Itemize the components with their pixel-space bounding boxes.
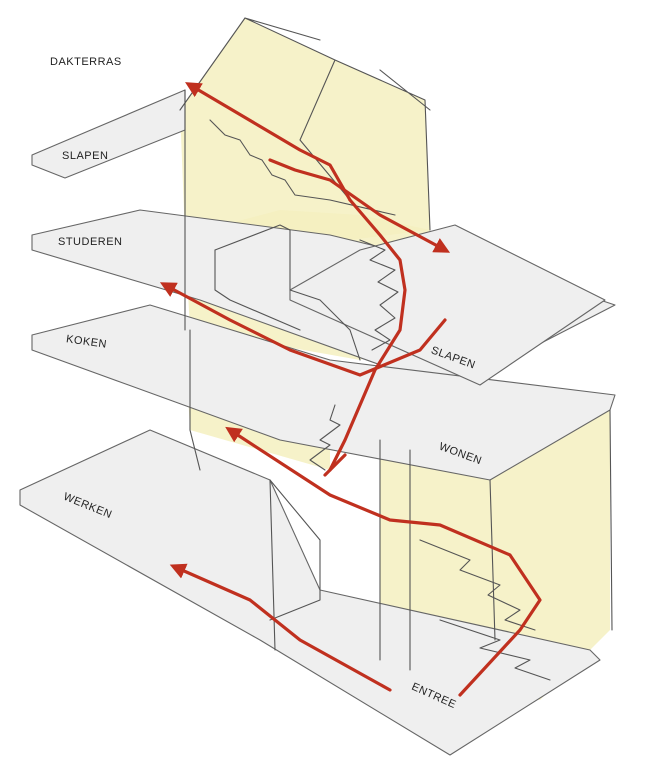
roof-outline (179, 17, 431, 231)
floor-slapen-left (31, 89, 186, 179)
studeren-opening (214, 224, 361, 361)
route-to-werken (169, 563, 392, 692)
label-dakterras: DAKTERRAS (50, 56, 122, 68)
upper-stair-steps (209, 119, 396, 216)
label-studeren: STUDEREN (58, 236, 123, 248)
middle-stair-steps (359, 239, 399, 351)
label-slapen-left: SLAPEN (62, 150, 109, 162)
route-vertical-spine (328, 198, 407, 472)
route-studeren-loop (159, 282, 447, 377)
koken-stair-steps (309, 404, 341, 471)
route-to-slapen-right (268, 158, 451, 253)
sketch-lines (179, 17, 613, 681)
entree-stair-steps (419, 539, 551, 681)
route-to-dakterras (185, 82, 352, 202)
circulation-routes (159, 82, 542, 697)
left-wall-edges (184, 89, 201, 471)
werken-wall (269, 479, 321, 621)
route-to-koken (225, 426, 542, 697)
route-stair-link (323, 453, 347, 477)
floor-slabs (19, 89, 616, 756)
floor-slapen-right (289, 224, 606, 386)
floor-werken-entree (19, 429, 601, 756)
lower-shaft-edges (269, 409, 613, 671)
